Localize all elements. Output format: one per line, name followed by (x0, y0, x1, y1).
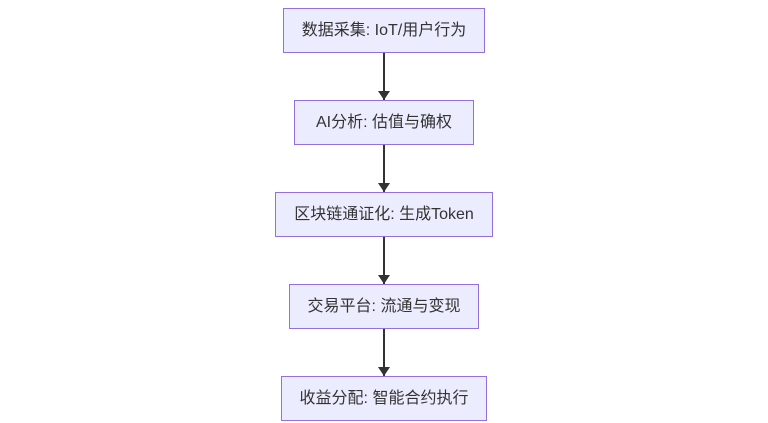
flow-arrow-down-icon (377, 329, 391, 376)
node-trading-platform-label: 交易平台: 流通与变现 (307, 298, 461, 315)
node-data-collection-label: 数据采集: IoT/用户行为 (301, 22, 467, 39)
node-ai-analysis-label: AI分析: 估值与确权 (315, 114, 452, 131)
arrow-line (383, 329, 385, 376)
flow-arrow-down-icon (377, 53, 391, 100)
arrow-head (378, 183, 390, 192)
arrow-head (378, 367, 390, 376)
node-blockchain-tokenization-label: 区块链通证化: 生成Token (294, 206, 474, 223)
node-revenue-distribution: 收益分配: 智能合约执行 (280, 376, 488, 421)
flow-arrow-down-icon (377, 237, 391, 284)
arrow-line (383, 237, 385, 284)
node-blockchain-tokenization: 区块链通证化: 生成Token (275, 192, 493, 237)
arrow-head (378, 275, 390, 284)
arrow-line (383, 53, 385, 100)
node-ai-analysis: AI分析: 估值与确权 (294, 100, 474, 145)
flow-arrow-down-icon (377, 145, 391, 192)
node-revenue-distribution-label: 收益分配: 智能合约执行 (299, 390, 469, 407)
arrow-line (383, 145, 385, 192)
arrow-head (378, 91, 390, 100)
node-data-collection: 数据采集: IoT/用户行为 (282, 8, 486, 53)
node-trading-platform: 交易平台: 流通与变现 (288, 284, 480, 329)
